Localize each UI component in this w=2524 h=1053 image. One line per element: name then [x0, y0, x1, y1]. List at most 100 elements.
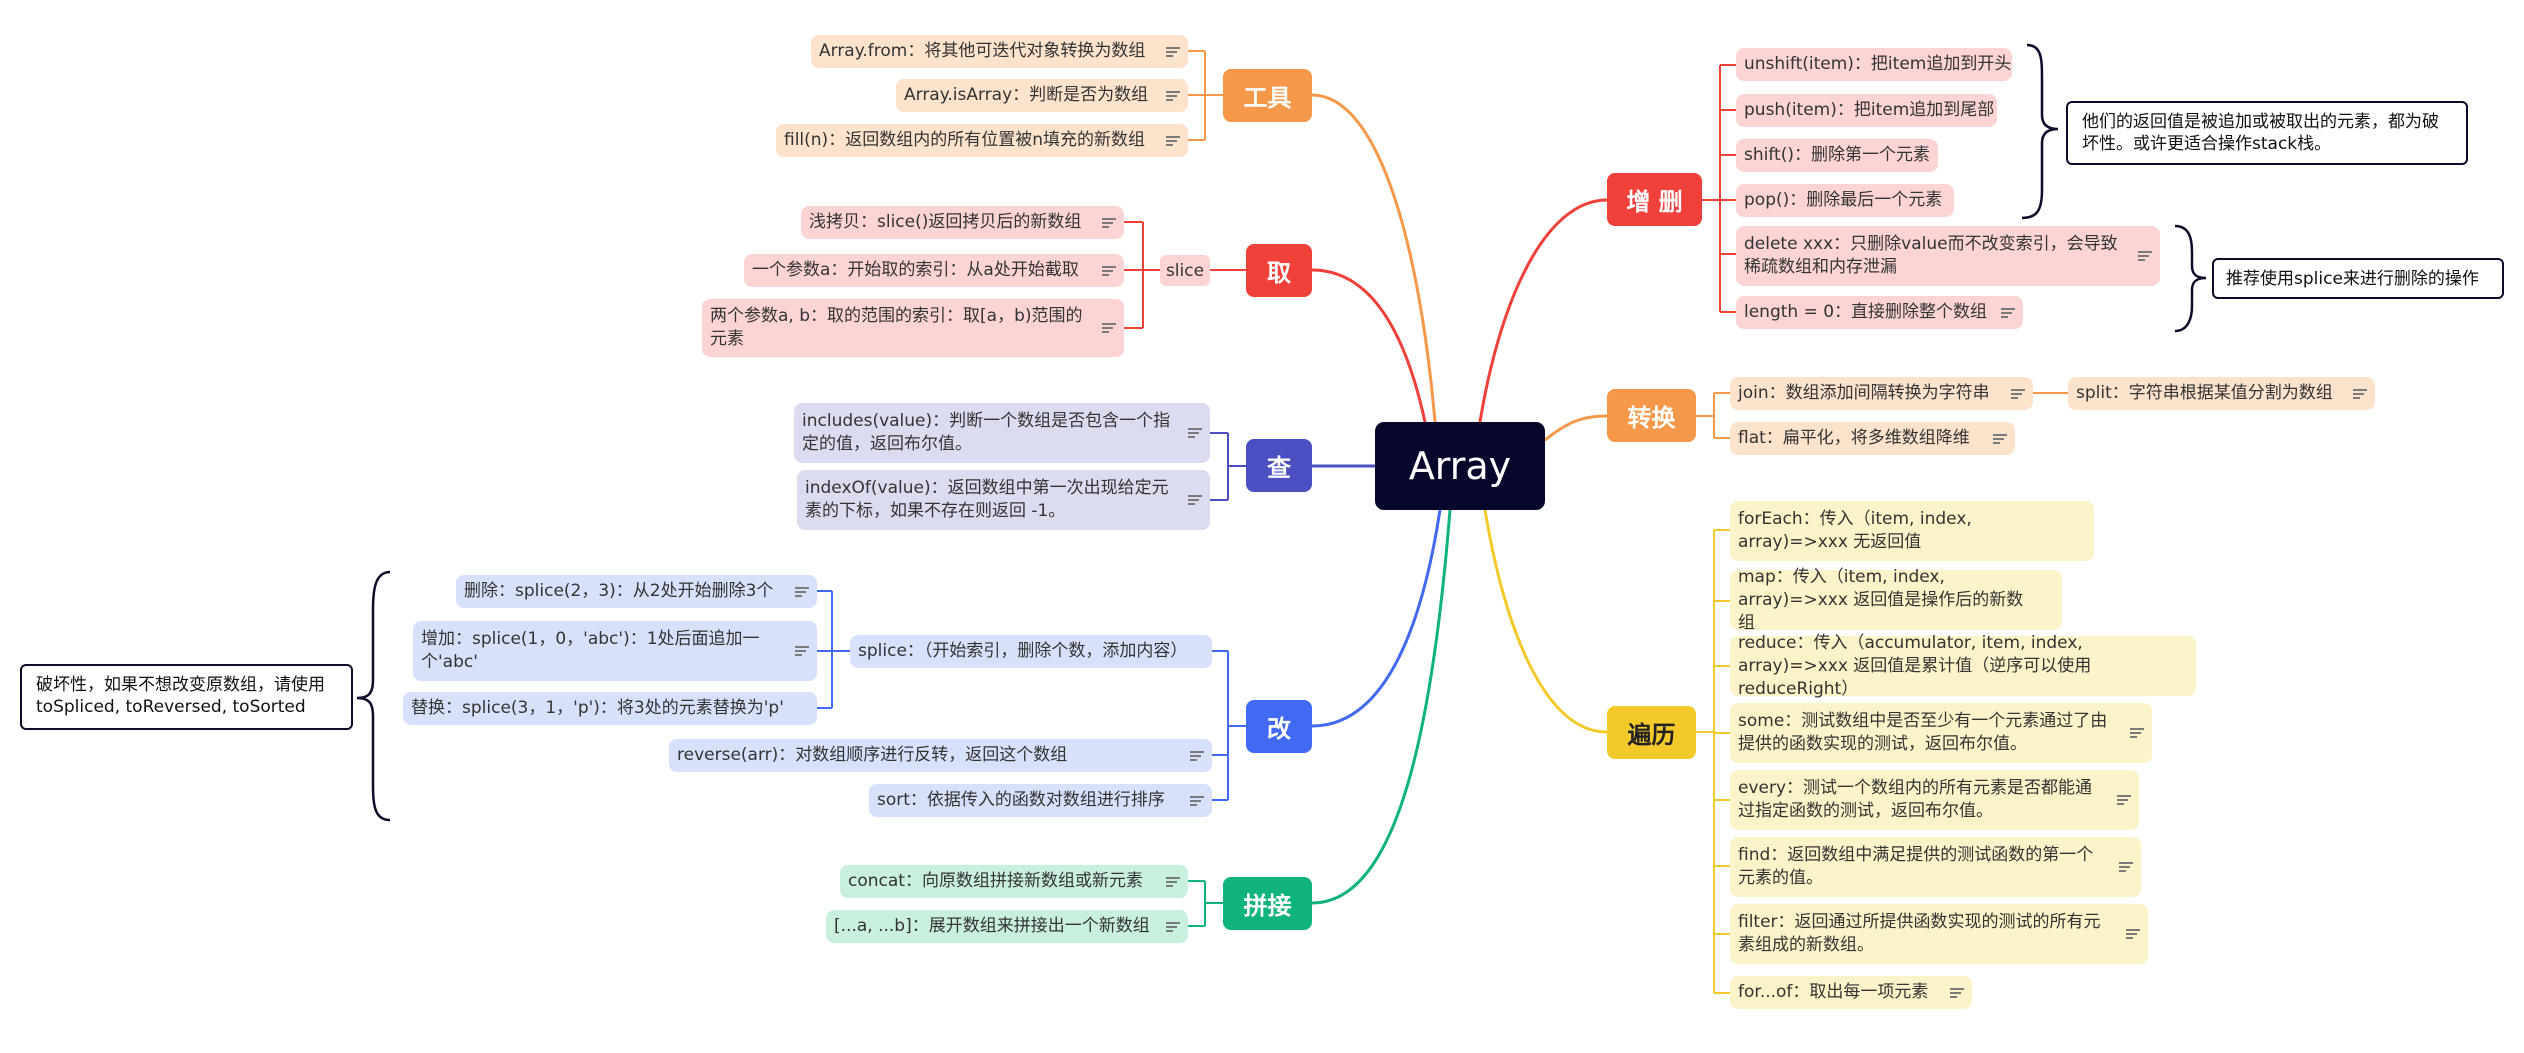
note-icon [1950, 987, 1964, 998]
note-icon [1102, 265, 1116, 276]
note-icon [2138, 251, 2152, 261]
addremove-summary-callout[interactable]: 他们的返回值是被追加或被取出的元素，都为破坏性。或许更适合操作stack栈。 [2066, 101, 2468, 165]
search-item-includes[interactable]: includes(value)：判断一个数组是否包含一个指定的值，返回布尔值。 [794, 403, 1210, 463]
modify-splice[interactable]: splice：（开始索引，删除个数，添加内容） [850, 635, 1212, 668]
node-text: find：返回数组中满足提供的测试函数的第一个元素的值。 [1738, 845, 2094, 888]
addremove-item-length[interactable]: length = 0：直接删除整个数组 [1736, 296, 2023, 329]
node-text: indexOf(value)：返回数组中第一次出现给定元素的下标，如果不存在则返… [805, 478, 1169, 521]
topic-tools[interactable]: 工具 [1223, 69, 1312, 122]
addremove-item-shift[interactable]: shift()：删除第一个元素 [1736, 139, 1938, 172]
node-text: some：测试数组中是否至少有一个元素通过了由提供的函数实现的测试，返回布尔值。 [1738, 711, 2108, 754]
note-icon [1166, 90, 1180, 101]
brace-addremove [2021, 43, 2059, 220]
node-text: Array.from：将其他可迭代对象转换为数组 [819, 41, 1146, 61]
node-text: shift()：删除第一个元素 [1744, 145, 1930, 165]
delete-summary-callout[interactable]: 推荐使用splice来进行删除的操作 [2212, 258, 2504, 299]
iterate-item-foreach[interactable]: forEach：传入（item, index, array)=>xxx 无返回值 [1730, 501, 2094, 561]
convert-item-join[interactable]: join：数组添加间隔转换为字符串 [1730, 377, 2033, 410]
node-text: 一个参数a：开始取的索引：从a处开始截取 [752, 260, 1079, 280]
node-text: length = 0：直接删除整个数组 [1744, 302, 1988, 322]
topic-modify[interactable]: 改 [1246, 700, 1312, 753]
note-icon [1102, 323, 1116, 333]
node-text: fill(n)：返回数组内的所有位置被n填充的新数组 [784, 130, 1145, 150]
note-icon [2119, 862, 2133, 872]
iterate-item-some[interactable]: some：测试数组中是否至少有一个元素通过了由提供的函数实现的测试，返回布尔值。 [1730, 703, 2152, 763]
note-icon [1190, 750, 1204, 761]
note-icon [2117, 795, 2131, 805]
tools-item-fill[interactable]: fill(n)：返回数组内的所有位置被n填充的新数组 [776, 124, 1188, 157]
modify-item-reverse[interactable]: reverse(arr)：对数组顺序进行反转，返回这个数组 [669, 739, 1212, 772]
node-text: Array.isArray：判断是否为数组 [904, 85, 1149, 105]
note-icon [1188, 428, 1202, 438]
node-text: [...a, ...b]：展开数组来拼接出一个新数组 [834, 916, 1150, 936]
iterate-item-every[interactable]: every：测试一个数组内的所有元素是否都能通过指定函数的测试，返回布尔值。 [1730, 770, 2139, 830]
addremove-item-delete[interactable]: delete xxx：只删除value而不改变索引，会导致稀疏数组和内存泄漏 [1736, 226, 2160, 286]
node-text: push(item)：把item追加到尾部 [1744, 100, 1995, 120]
iterate-item-find[interactable]: find：返回数组中满足提供的测试函数的第一个元素的值。 [1730, 837, 2141, 897]
splice-item-delete[interactable]: 删除：splice(2，3)：从2处开始删除3个 [456, 575, 817, 608]
tools-item-array-from[interactable]: Array.from：将其他可迭代对象转换为数组 [811, 35, 1188, 68]
node-text: split：字符串根据某值分割为数组 [2076, 383, 2333, 403]
take-slice[interactable]: slice [1160, 255, 1210, 286]
topic-iterate[interactable]: 遍历 [1607, 706, 1696, 759]
note-icon [1993, 433, 2007, 444]
node-text: 两个参数a, b：取的范围的索引：取[a，b)范围的元素 [710, 306, 1083, 349]
node-text: reduce：传入（accumulator, item, index, arra… [1738, 632, 2092, 699]
node-text: 浅拷贝：slice()返回拷贝后的新数组 [809, 212, 1082, 232]
tools-item-isarray[interactable]: Array.isArray：判断是否为数组 [896, 79, 1188, 112]
link-addremove-items [1702, 64, 1736, 313]
concat-item-spread[interactable]: [...a, ...b]：展开数组来拼接出一个新数组 [826, 910, 1188, 943]
link-root-addremove [1478, 198, 1609, 424]
topic-search[interactable]: 查 [1246, 439, 1312, 492]
node-text: includes(value)：判断一个数组是否包含一个指定的值，返回布尔值。 [802, 411, 1171, 454]
link-slice-items [1124, 221, 1160, 329]
splice-item-replace[interactable]: 替换：splice(3，1，'p')：将3处的元素替换为'p' [403, 692, 817, 725]
brace-delete [2174, 224, 2207, 333]
link-root-iterate [1483, 508, 1609, 734]
splice-item-add[interactable]: 增加：splice(1，0，'abc')：1处后面追加一个'abc' [413, 621, 817, 681]
modify-summary-callout[interactable]: 破坏性，如果不想改变原数组，请使用toSpliced, toReversed, … [20, 664, 353, 730]
topic-concat[interactable]: 拼接 [1223, 877, 1312, 930]
take-item-shallow-copy[interactable]: 浅拷贝：slice()返回拷贝后的新数组 [801, 206, 1124, 239]
note-icon [795, 646, 809, 656]
link-tools-items [1188, 50, 1223, 141]
iterate-item-forof[interactable]: for...of：取出每一项元素 [1730, 976, 1972, 1009]
root-topic[interactable]: Array [1375, 422, 1545, 510]
note-icon [2130, 728, 2144, 738]
node-text: reverse(arr)：对数组顺序进行反转，返回这个数组 [677, 745, 1068, 765]
note-icon [2353, 388, 2367, 399]
concat-item-concat[interactable]: concat：向原数组拼接新数组或新元素 [840, 865, 1188, 898]
note-icon [1166, 876, 1180, 887]
modify-item-sort[interactable]: sort：依据传入的函数对数组进行排序 [869, 784, 1212, 817]
note-icon [2126, 929, 2140, 939]
search-item-indexof[interactable]: indexOf(value)：返回数组中第一次出现给定元素的下标，如果不存在则返… [797, 470, 1210, 530]
node-text: 替换：splice(3，1，'p')：将3处的元素替换为'p' [411, 698, 784, 718]
addremove-item-unshift[interactable]: unshift(item)：把item追加到开头 [1736, 48, 2012, 81]
convert-item-flat[interactable]: flat：扁平化，将多维数组降维 [1730, 422, 2015, 455]
link-root-take [1310, 268, 1427, 424]
addremove-item-pop[interactable]: pop()：删除最后一个元素 [1736, 184, 1954, 217]
topic-take[interactable]: 取 [1246, 244, 1312, 297]
take-item-two-args[interactable]: 两个参数a, b：取的范围的索引：取[a，b)范围的元素 [702, 299, 1124, 357]
take-item-one-arg[interactable]: 一个参数a：开始取的索引：从a处开始截取 [744, 254, 1124, 287]
node-text: splice：（开始索引，删除个数，添加内容） [858, 641, 1188, 661]
note-icon [1166, 921, 1180, 932]
topic-addremove[interactable]: 增 删 [1607, 173, 1702, 226]
node-text: sort：依据传入的函数对数组进行排序 [877, 790, 1165, 810]
addremove-item-push[interactable]: push(item)：把item追加到尾部 [1736, 94, 1997, 127]
note-icon [795, 586, 809, 597]
link-modify-items [1212, 650, 1246, 801]
iterate-item-reduce[interactable]: reduce：传入（accumulator, item, index, arra… [1730, 633, 2196, 699]
link-root-tools [1310, 93, 1437, 424]
node-text: delete xxx：只删除value而不改变索引，会导致稀疏数组和内存泄漏 [1744, 234, 2118, 277]
convert-item-split[interactable]: split：字符串根据某值分割为数组 [2068, 377, 2375, 410]
node-text: 增加：splice(1，0，'abc')：1处后面追加一个'abc' [421, 629, 760, 672]
iterate-item-map[interactable]: map：传入（item, index, array)=>xxx 返回值是操作后的… [1730, 567, 2062, 633]
node-text: filter：返回通过所提供函数实现的测试的所有元素组成的新数组。 [1738, 912, 2101, 955]
topic-convert[interactable]: 转换 [1607, 389, 1696, 442]
iterate-item-filter[interactable]: filter：返回通过所提供函数实现的测试的所有元素组成的新数组。 [1730, 904, 2148, 964]
node-text: forEach：传入（item, index, array)=>xxx 无返回值 [1738, 509, 1972, 552]
note-icon [1166, 135, 1180, 146]
